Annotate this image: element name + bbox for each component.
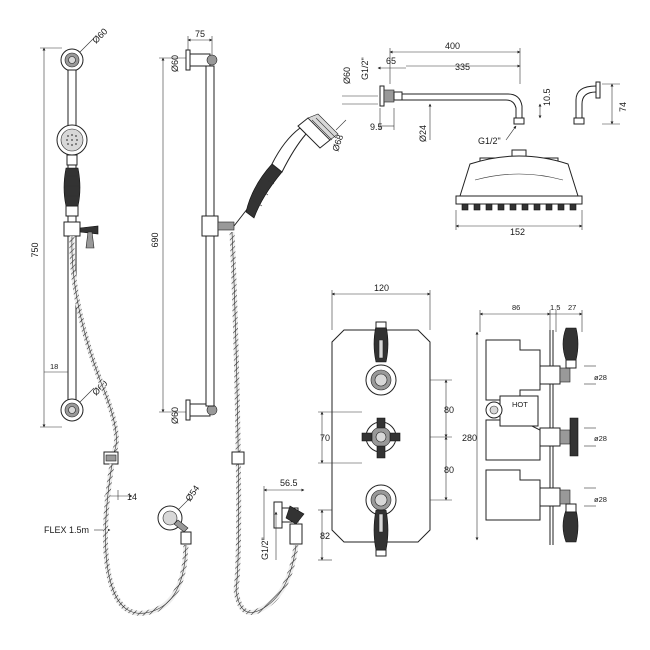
hose-flex-label: FLEX 1.5m xyxy=(44,525,89,535)
valve-depth-label: 86 xyxy=(512,303,520,312)
arm-side-height-label: 74 xyxy=(618,102,628,112)
handset-side xyxy=(233,113,339,227)
handset-front xyxy=(56,124,88,217)
side-bottom-lever xyxy=(562,509,579,543)
rail-side-height-label: 690 xyxy=(150,232,160,247)
valve-dia-2-label: ø28 xyxy=(594,434,607,443)
arm-thread-bottom-label: G1/2" xyxy=(478,136,501,146)
rail-slider xyxy=(63,221,81,237)
arm-flange-depth-label: 65 xyxy=(386,56,396,66)
valve-lower-spacing-label: 80 xyxy=(444,465,454,475)
valve-dia-1-label: ø28 xyxy=(594,373,607,382)
outlet-depth-label: 56.5 xyxy=(280,478,298,488)
arm-dia-label: Ø24 xyxy=(418,125,428,142)
arm-drop-label: 10.5 xyxy=(542,88,552,106)
arm-length-label: 335 xyxy=(455,62,470,72)
side-cross-handle xyxy=(569,417,579,457)
outlet-thread-label: G1/2" xyxy=(260,537,270,560)
hose-offset-label: 14 xyxy=(127,492,137,502)
side-top-lever xyxy=(562,327,579,361)
rail-side-width-label: 75 xyxy=(195,29,205,39)
rail-side-top-dia-label: Ø60 xyxy=(170,55,180,72)
valve-side-view: 86 1.5 27 280 HOT ø28 ø28 xyxy=(462,303,607,545)
valve-upper-spacing-label: 80 xyxy=(444,405,454,415)
wall-outlet-dia-label: Ø54 xyxy=(183,483,201,503)
hot-label: HOT xyxy=(512,400,528,409)
top-bracket-dia-label: Ø60 xyxy=(90,26,109,45)
shower-head-side-view xyxy=(455,149,583,211)
braided-hose-upper xyxy=(69,235,119,457)
wall-outlet-front xyxy=(157,505,192,545)
slide-rail-front-view: 750 Ø60 Ø60 18 xyxy=(30,26,201,616)
valve-bottom-height-label: 82 xyxy=(320,531,330,541)
rail-height-label: 750 xyxy=(30,242,40,257)
shower-arm-view: 400 335 65 Ø60 G1/2" 9.5 Ø24 G1/2" xyxy=(342,41,628,146)
shower-head-dia-label: 152 xyxy=(510,227,525,237)
slide-rail-side-view: 75 Ø60 Ø60 690 Ø68 xyxy=(150,29,347,615)
rail-offset-label: 18 xyxy=(50,362,58,371)
valve-left-height-label: 70 xyxy=(320,433,330,443)
arm-total-label: 400 xyxy=(445,41,460,51)
valve-height-label: 280 xyxy=(462,433,477,443)
rail-side-bottom-dia-label: Ø60 xyxy=(170,407,180,424)
valve-plate-label: 1.5 xyxy=(550,303,560,312)
arm-thread-top-label: G1/2" xyxy=(360,57,370,80)
valve-front-view: 120 80 80 xyxy=(318,283,454,561)
arm-side-elbow xyxy=(573,81,601,125)
cross-handle xyxy=(361,417,401,459)
wall-outlet-side xyxy=(273,501,305,545)
arm-flange-dia-label: Ø60 xyxy=(342,67,352,84)
rail-side-slider xyxy=(201,215,219,237)
valve-dia-3-label: ø28 xyxy=(594,495,607,504)
valve-width-label: 120 xyxy=(374,283,389,293)
valve-handle-label: 27 xyxy=(568,303,576,312)
arm-flange-offset-label: 9.5 xyxy=(370,122,383,132)
braided-hose-lower xyxy=(102,463,189,616)
